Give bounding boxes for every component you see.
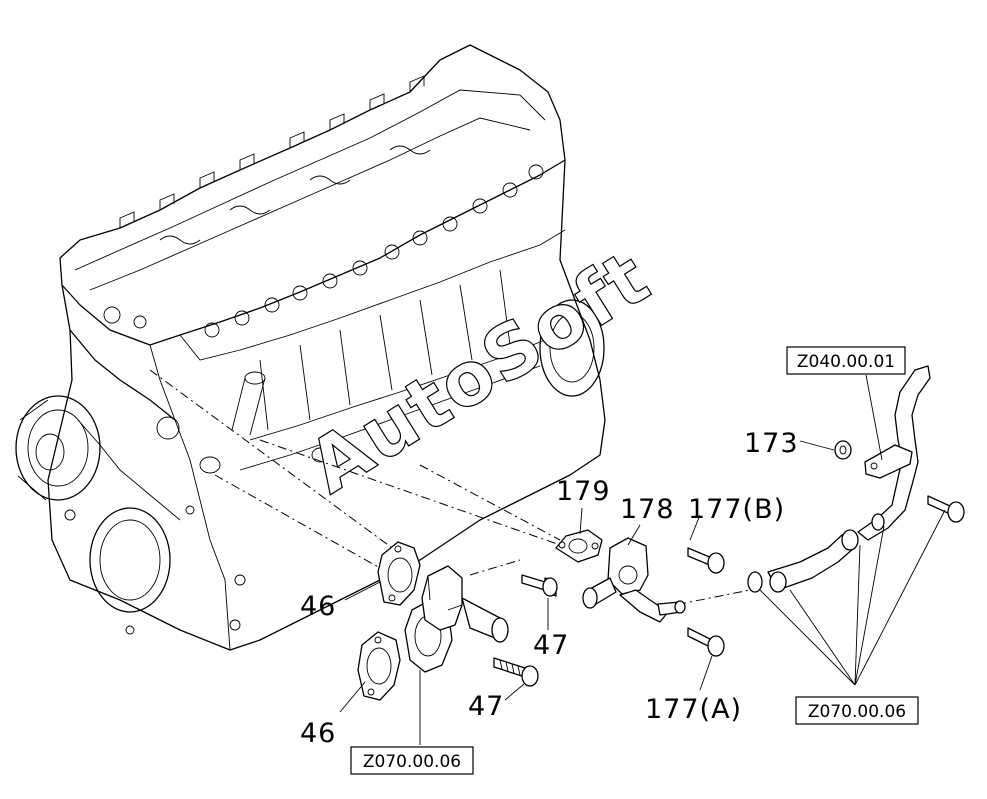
callout-179: 179 [556,476,611,507]
water-pipe-178 [582,537,686,623]
bolt-177b [687,547,725,574]
ref-box-z040: Z040.00.01 [786,346,906,375]
callout-177b: 177(B) [688,494,785,525]
callout-47-lower: 47 [468,691,504,722]
ref-box-z070-right: Z070.00.06 [795,696,919,725]
bolt-47-upper [521,574,558,597]
callout-46-upper: 46 [300,591,336,622]
gasket-179 [555,529,603,563]
bolt-47-lower [493,657,539,687]
callout-46-lower: 46 [300,718,336,749]
thermostat-housing [404,565,509,673]
hose-assembly [747,365,965,593]
callout-177a: 177(A) [645,694,742,725]
gasket-46-upper [377,541,421,606]
callout-178: 178 [620,494,675,525]
callout-173: 173 [744,428,799,459]
callout-47-upper: 47 [533,630,569,661]
gasket-46-lower [357,631,401,701]
ref-z070-left-text: Z070.00.06 [363,752,461,772]
engine-block [15,44,606,651]
watermark-text: AutoSoft [294,234,665,510]
leader-lines [339,374,946,745]
ref-z070-right-text: Z070.00.06 [808,702,906,722]
bolt-177a [687,627,725,657]
center-lines [149,369,751,613]
ref-box-z070-left: Z070.00.06 [350,746,474,775]
ref-z040-text: Z040.00.01 [797,352,895,372]
